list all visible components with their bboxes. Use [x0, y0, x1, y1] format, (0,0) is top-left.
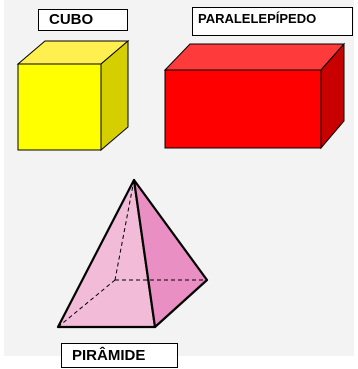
pyramid-shape — [56, 178, 209, 329]
parallelepiped-label: PARALELEPÍPEDO — [192, 7, 353, 36]
cube-front-face — [17, 63, 102, 151]
cube-label: CUBO — [38, 9, 128, 31]
parallelepiped-top-face — [163, 43, 346, 71]
pyramid-label: PIRÂMIDE — [61, 343, 178, 368]
parallelepiped-front-face — [164, 69, 322, 149]
pyramid-hidden-edge-apex — [114, 179, 135, 281]
pyramid-side-face — [132, 178, 209, 329]
pyramid-hidden-edge-left — [57, 279, 116, 328]
parallelepiped-shape — [163, 42, 346, 150]
cube-shape — [16, 39, 130, 152]
